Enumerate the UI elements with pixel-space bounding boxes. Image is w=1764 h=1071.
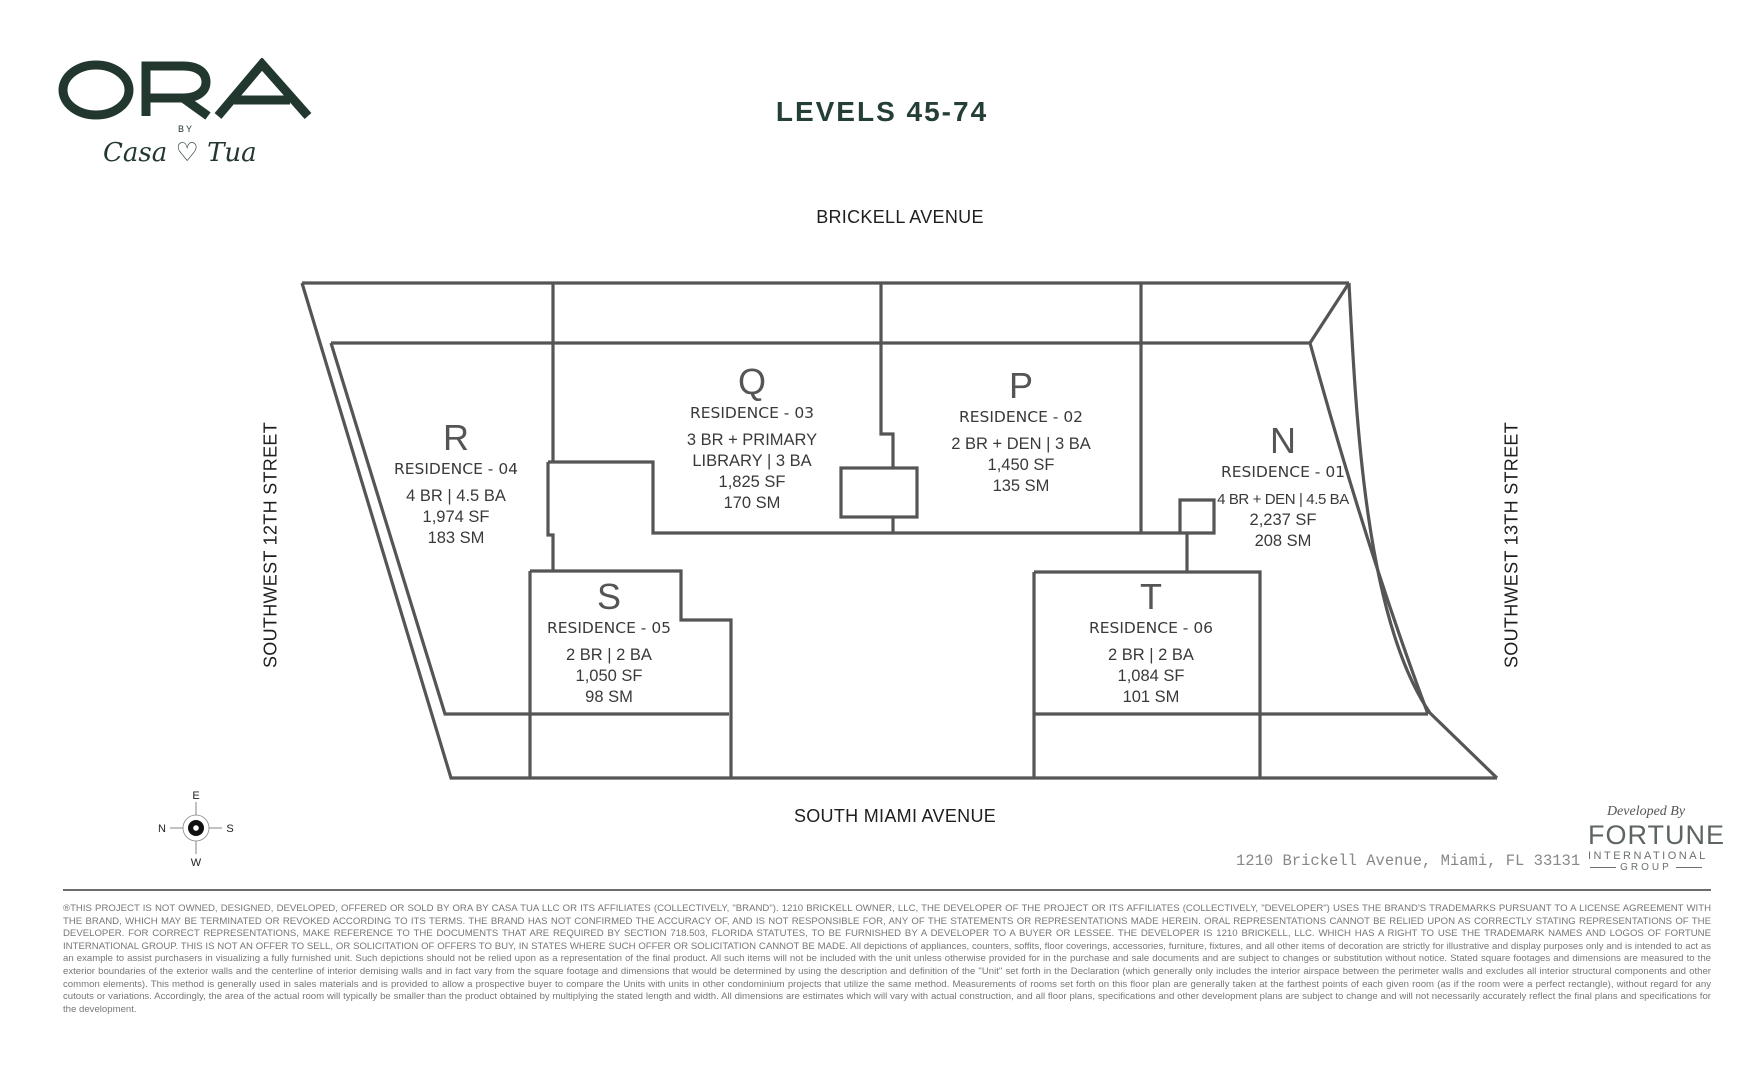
unit-letter: R: [443, 417, 469, 458]
unit-layout: 4 BR + DEN | 4.5 BA: [1217, 491, 1349, 508]
unit-sf: 1,974 SF: [422, 508, 490, 526]
compass-label-bottom: W: [191, 857, 202, 868]
developed-by-text: Developed By: [1606, 804, 1686, 819]
compass-label-right: S: [226, 823, 233, 835]
unit-layout: 2 BR | 2 BA: [566, 646, 652, 664]
residence-number: RESIDENCE - 03: [689, 404, 815, 422]
compass-icon: E W N S: [158, 790, 234, 869]
unit-sf: 1,450 SF: [987, 456, 1055, 474]
compass-rose: E W N S: [156, 788, 236, 869]
unit-sf: 1,825 SF: [718, 473, 786, 491]
unit-t[interactable]: T RESIDENCE - 06 2 BR | 2 BA 1,084 SF 10…: [1089, 577, 1213, 708]
unit-layout: 4 BR | 4.5 BA: [406, 487, 506, 505]
unit-sf: 1,084 SF: [1117, 667, 1185, 685]
unit-letter: S: [596, 576, 621, 617]
unit-letter: N: [1270, 420, 1296, 461]
street-label-bottom: SOUTH MIAMI AVENUE: [793, 806, 997, 826]
unit-s-outline: [528, 569, 733, 778]
unit-letter: Q: [737, 361, 766, 402]
legal-disclaimer: ®THIS PROJECT IS NOT OWNED, DESIGNED, DE…: [63, 903, 1711, 1015]
casa-tua-text: Casa ♡ Tua: [103, 138, 257, 168]
residence-number: RESIDENCE - 05: [546, 619, 672, 637]
unit-r[interactable]: R RESIDENCE - 04 4 BR | 4.5 BA 1,974 SF …: [394, 418, 518, 549]
developer-line3: GROUP: [1620, 862, 1672, 873]
divider-line: [1675, 867, 1702, 868]
page-title: LEVELS 45-74: [775, 96, 989, 127]
developer-line2: INTERNATIONAL: [1588, 850, 1708, 862]
footer-divider: [63, 889, 1711, 891]
compass-label-left: N: [158, 823, 166, 835]
developer-line3-wrap: GROUP: [1588, 862, 1704, 873]
street-label-top: BRICKELL AVENUE: [816, 207, 984, 227]
outer-boundary: [300, 281, 1497, 780]
unit-sf: 2,237 SF: [1249, 511, 1317, 529]
ora-wordmark-icon: [58, 58, 312, 120]
unit-sm: 183 SM: [427, 529, 485, 547]
residence-number: RESIDENCE - 04: [393, 460, 519, 478]
unit-layout: 2 BR | 2 BA: [1108, 646, 1194, 664]
unit-p[interactable]: P RESIDENCE - 02 2 BR + DEN | 3 BA 1,450…: [951, 366, 1091, 497]
unit-q[interactable]: Q RESIDENCE - 03 3 BR + PRIMARY LIBRARY …: [687, 362, 817, 514]
compass-label-top: E: [192, 790, 199, 802]
residence-number: RESIDENCE - 01: [1220, 463, 1346, 481]
residence-number: RESIDENCE - 02: [958, 408, 1084, 426]
elevator-box: [839, 466, 919, 519]
inner-boundary: [329, 341, 1430, 716]
unit-sm: 208 SM: [1254, 532, 1312, 550]
project-address: 1210 Brickell Avenue, Miami, FL 33131: [1236, 852, 1581, 870]
outer-right-edge: [1347, 282, 1499, 780]
unit-sf: 1,050 SF: [575, 667, 643, 685]
unit-letter: T: [1140, 576, 1162, 617]
unit-t-outline: [1032, 570, 1262, 778]
unit-sm: 101 SM: [1122, 688, 1180, 706]
ora-logo: BY Casa ♡ Tua: [58, 58, 318, 178]
divider-line: [1590, 867, 1617, 868]
unit-sm: 170 SM: [723, 494, 781, 512]
developer-name: FORTUNE: [1588, 820, 1726, 850]
unit-layout-line1: 3 BR + PRIMARY: [686, 431, 818, 449]
unit-sm: 98 SM: [585, 688, 633, 706]
unit-layout: LIBRARY | 3 BA: [692, 452, 812, 470]
unit-s[interactable]: S RESIDENCE - 05 2 BR | 2 BA 1,050 SF 98…: [547, 577, 671, 708]
unit-sm: 135 SM: [992, 477, 1050, 495]
unit-letter: P: [1008, 365, 1033, 406]
developer-logo: Developed By FORTUNE INTERNATIONAL GROUP: [1588, 804, 1726, 873]
logo-by-text: BY: [177, 124, 194, 134]
unit-n[interactable]: N RESIDENCE - 01 4 BR + DEN | 4.5 BA 2,2…: [1217, 421, 1349, 552]
residence-number: RESIDENCE - 06: [1088, 619, 1214, 637]
unit-layout: 2 BR + DEN | 3 BA: [951, 435, 1091, 453]
